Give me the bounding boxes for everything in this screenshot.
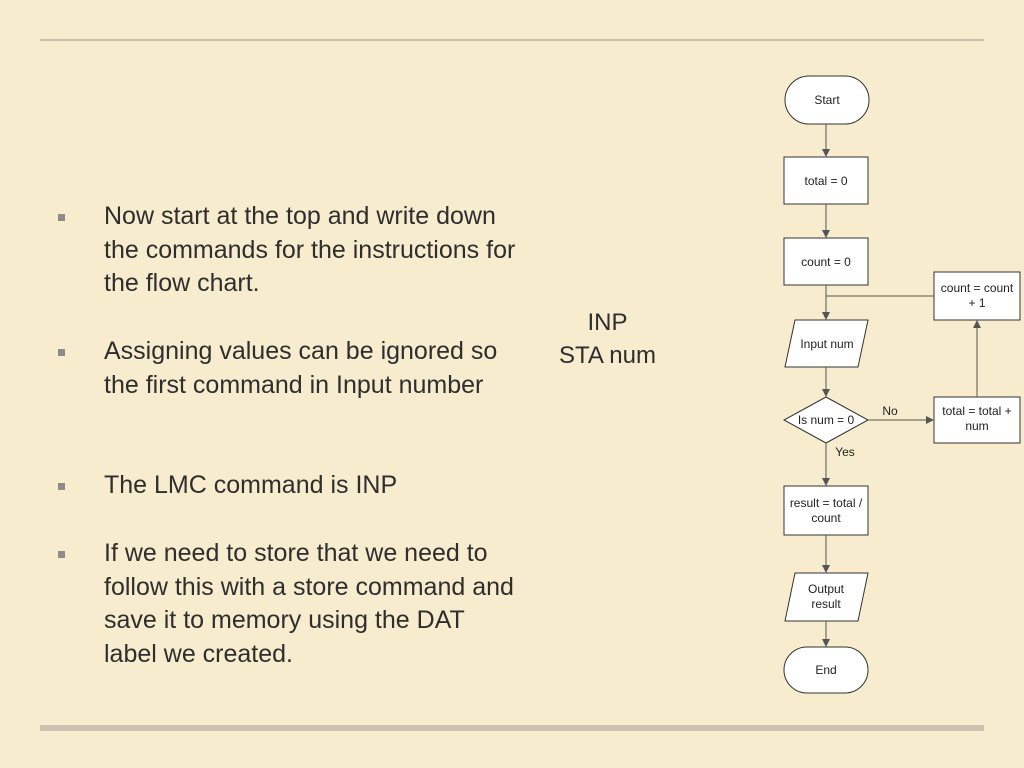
decision-label: Is num = 0 bbox=[798, 413, 855, 427]
start-label: Start bbox=[814, 93, 840, 107]
input-label: Input num bbox=[800, 337, 853, 351]
bullet-text: The LMC command is INP bbox=[104, 471, 398, 499]
bullet-text: Now start at the top and write down the … bbox=[104, 202, 516, 297]
code-line: INP bbox=[587, 309, 628, 336]
add-total-label: total = total + bbox=[942, 404, 1011, 418]
lmc-code-block: INP STA num bbox=[540, 306, 675, 372]
input-parallelogram bbox=[784, 319, 869, 368]
add-total-box bbox=[933, 396, 1021, 444]
inc-count-box bbox=[933, 271, 1021, 321]
start-terminal bbox=[784, 75, 870, 125]
result-label: result = total / bbox=[790, 496, 863, 510]
result-label: count bbox=[811, 511, 841, 525]
bullet-text: If we need to store that we need to foll… bbox=[104, 539, 514, 668]
no-label: No bbox=[882, 404, 898, 418]
output-parallelogram bbox=[784, 572, 869, 622]
bullet-marker bbox=[58, 214, 65, 221]
end-label: End bbox=[815, 663, 836, 677]
count-init-box bbox=[783, 237, 869, 286]
bullet-marker bbox=[58, 349, 65, 356]
code-line: STA num bbox=[559, 342, 656, 369]
end-terminal bbox=[783, 646, 869, 694]
output-label: Output bbox=[808, 582, 845, 596]
result-box bbox=[783, 485, 869, 536]
bullet-item: The LMC command is INP bbox=[58, 469, 524, 503]
top-divider bbox=[40, 39, 984, 41]
output-label: result bbox=[811, 597, 841, 611]
bottom-divider bbox=[40, 725, 984, 731]
add-total-label: num bbox=[965, 419, 988, 433]
total-init-label: total = 0 bbox=[804, 174, 847, 188]
bullet-item: Assigning values can be ignored so the f… bbox=[58, 335, 524, 402]
count-init-label: count = 0 bbox=[801, 255, 851, 269]
bullet-item: Now start at the top and write down the … bbox=[58, 200, 524, 301]
bullet-marker bbox=[58, 551, 65, 558]
inc-count-label: count = count bbox=[941, 281, 1014, 295]
inc-count-label: + 1 bbox=[968, 296, 985, 310]
bullet-marker bbox=[58, 483, 65, 490]
bullet-text: Assigning values can be ignored so the f… bbox=[104, 337, 498, 399]
bullet-item: If we need to store that we need to foll… bbox=[58, 537, 524, 671]
yes-label: Yes bbox=[835, 445, 855, 459]
